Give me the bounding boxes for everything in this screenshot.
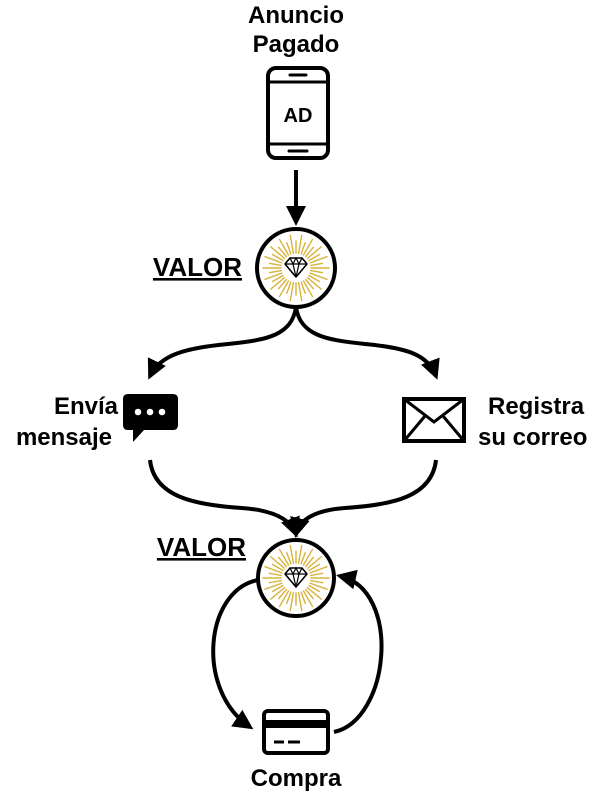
sunburst-ray <box>289 592 295 612</box>
sunburst-ray <box>308 274 321 283</box>
arrow-value-to-message <box>147 306 298 380</box>
sunburst-ray <box>271 253 284 262</box>
sunburst-ray <box>264 272 283 280</box>
sunburst-ray <box>286 591 292 605</box>
sunburst-ray <box>304 278 315 290</box>
sunburst-ray <box>268 262 282 267</box>
diamond-icon <box>284 566 308 588</box>
sunburst-ray <box>302 590 314 608</box>
sunburst-ray <box>277 556 288 568</box>
arrow-message-to-value <box>148 459 300 538</box>
sunburst-ray <box>289 282 295 302</box>
sunburst-ray <box>309 256 328 264</box>
purchase-label: Compra <box>251 765 342 792</box>
sunburst-ray <box>277 278 288 290</box>
sunburst-ray <box>304 246 315 258</box>
sunburst-ray <box>306 276 322 290</box>
sunburst-ray <box>297 282 303 302</box>
sunburst-ray <box>270 246 286 260</box>
sunburst-ray <box>304 588 315 600</box>
sunburst-ray <box>289 544 295 564</box>
sunburst-ray <box>309 582 328 590</box>
phone-ad-icon: AD <box>266 66 330 160</box>
sunburst-ray <box>304 556 315 568</box>
ad-screen-text: AD <box>284 105 313 127</box>
sunburst-ray <box>270 586 286 600</box>
value-top-label: VALOR <box>153 252 242 282</box>
sunburst-ray <box>302 280 314 298</box>
sunburst-ray <box>268 269 282 274</box>
sunburst-ray <box>302 238 314 256</box>
sunburst-ray <box>271 584 284 593</box>
sunburst-ray <box>309 566 328 574</box>
sunburst-ray <box>302 548 314 566</box>
sunburst-ray <box>308 563 321 572</box>
sunburst-ray <box>286 241 292 255</box>
sunburst-ray <box>277 246 288 258</box>
sunburst-ray <box>278 238 290 256</box>
sunburst-ray <box>277 588 288 600</box>
sunburst-ray <box>271 563 284 572</box>
sunburst-ray <box>270 556 286 570</box>
email-label-line1: Registra <box>488 393 585 420</box>
sunburst-ray <box>306 586 322 600</box>
sunburst-ray <box>310 269 324 274</box>
sunburst-ray <box>264 582 283 590</box>
sunburst-ray <box>264 256 283 264</box>
sunburst-ray <box>300 281 306 295</box>
sunburst-ray <box>306 556 322 570</box>
chat-bubble-icon <box>123 394 178 442</box>
sunburst-ray <box>286 281 292 295</box>
sunburst-ray <box>309 272 328 280</box>
envelope-icon <box>402 397 466 443</box>
arrow-purchase-to-value <box>333 569 384 734</box>
sunburst-ray <box>286 551 292 565</box>
sunburst-ray <box>278 548 290 566</box>
value-bottom-badge <box>256 538 336 618</box>
sunburst-ray <box>278 280 290 298</box>
message-label-line2: mensaje <box>16 424 112 451</box>
arrow-value-to-purchase <box>211 578 259 730</box>
sunburst-ray <box>310 579 324 584</box>
arrow-email-to-value <box>290 459 438 538</box>
sunburst-ray <box>271 274 284 283</box>
arrow-value-to-email <box>294 306 440 380</box>
sunburst-ray <box>268 572 282 577</box>
sunburst-ray <box>308 253 321 262</box>
sunburst-ray <box>297 592 303 612</box>
sunburst-ray <box>297 544 303 564</box>
credit-card-icon <box>262 709 330 755</box>
diamond-icon <box>284 256 308 278</box>
sunburst-ray <box>278 590 290 608</box>
sunburst-ray <box>268 579 282 584</box>
message-label-line1: Envía <box>54 393 119 420</box>
sunburst-ray <box>300 551 306 565</box>
value-bottom-label: VALOR <box>157 532 246 562</box>
sunburst-ray <box>270 276 286 290</box>
sunburst-ray <box>310 572 324 577</box>
sunburst-ray <box>264 566 283 574</box>
sunburst-ray <box>306 246 322 260</box>
ad-label-line1: Anuncio <box>248 2 344 29</box>
sunburst-ray <box>308 584 321 593</box>
ad-label-line2: Pagado <box>253 31 340 58</box>
sunburst-ray <box>297 234 303 254</box>
sunburst-ray <box>300 241 306 255</box>
value-top-badge <box>255 227 337 309</box>
sunburst-ray <box>300 591 306 605</box>
email-label-line2: su correo <box>478 424 587 451</box>
sunburst-ray <box>289 234 295 254</box>
sunburst-ray <box>310 262 324 267</box>
